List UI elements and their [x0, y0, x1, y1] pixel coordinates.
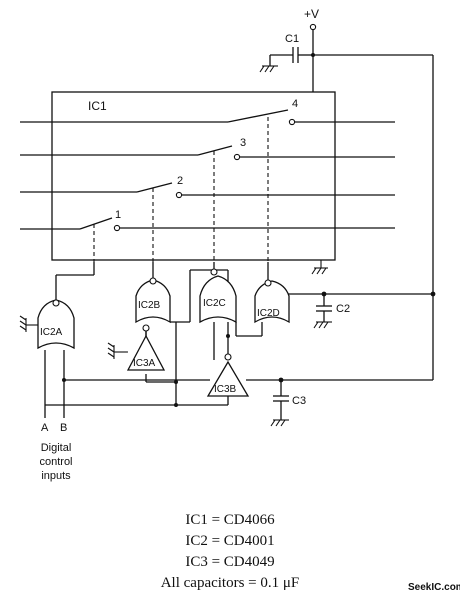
ic1-label: IC1 [88, 99, 107, 113]
ic2d-label: IC2D [257, 308, 280, 319]
parts-list-ic2: IC2 = CD4001 [185, 533, 274, 549]
ground-symbol-ic1 [311, 260, 328, 275]
switch-4-label: 4 [292, 98, 298, 110]
switch-2-label: 2 [177, 175, 183, 187]
gate-ic2d: IC2D [254, 279, 290, 324]
supply-label: +V [304, 7, 319, 21]
c2-label: C2 [336, 303, 350, 315]
ground-symbol-ic2a [19, 315, 38, 332]
gate-wiring [44, 262, 433, 418]
parts-list-ic3: IC3 = CD4049 [185, 554, 274, 570]
parts-list-capacitors: All capacitors = 0.1 μF [161, 575, 300, 591]
capacitor-c3 [270, 380, 289, 427]
switch-2 [20, 182, 395, 199]
input-caption-line-2: control [39, 456, 72, 468]
gate-ic3b: IC3B [206, 353, 250, 397]
ground-symbol-c1 [259, 65, 278, 73]
input-b-label: B [60, 422, 67, 434]
supply-rail [309, 23, 434, 380]
c3-label: C3 [292, 395, 306, 407]
switch-3-label: 3 [240, 137, 246, 149]
input-caption-line-1: Digital [41, 442, 72, 454]
ic2a-label: IC2A [40, 327, 63, 338]
gate-ic3a: IC3A [126, 324, 166, 371]
switch-1 [20, 217, 395, 232]
gate-ic2b: IC2B [135, 277, 171, 324]
watermark: SeekIC.com [408, 582, 460, 593]
ic3b-label: IC3B [214, 384, 237, 395]
capacitor-c1 [269, 47, 313, 66]
junction-dots [62, 291, 436, 407]
ic2b-label: IC2B [138, 300, 161, 311]
input-a-label: A [41, 422, 49, 434]
ic3a-label: IC3A [133, 358, 156, 369]
gate-ic2a: IC2A [37, 299, 75, 350]
switch-3 [20, 145, 395, 161]
parts-list-ic1: IC1 = CD4066 [185, 512, 275, 528]
control-links [93, 117, 269, 262]
input-caption-line-3: inputs [41, 470, 71, 482]
switch-4 [20, 109, 395, 126]
ic2c-label: IC2C [203, 298, 226, 309]
c1-label: C1 [285, 33, 299, 45]
capacitor-c2 [313, 294, 332, 329]
gate-ic2c: IC2C [199, 268, 237, 324]
ground-symbol-ic3a [107, 342, 128, 359]
switch-1-label: 1 [115, 209, 121, 221]
ic1-box [51, 91, 336, 261]
